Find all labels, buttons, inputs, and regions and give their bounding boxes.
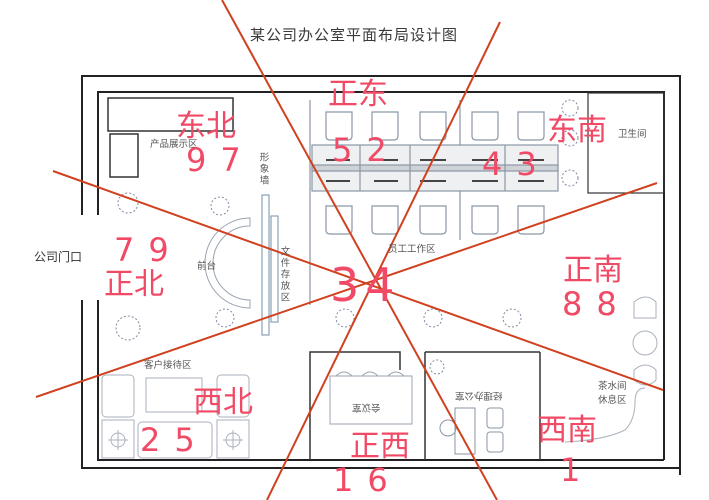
- center-number: 34: [330, 258, 401, 312]
- direction-number-northeast: 97: [186, 141, 255, 179]
- manager-desk: [439, 407, 504, 455]
- room-label-rest-area: 休息区: [598, 395, 627, 406]
- direction-number-southwest: 1: [560, 451, 595, 489]
- direction-number-east: 52: [332, 131, 401, 169]
- direction-label-west: 正西: [350, 429, 410, 464]
- room-label-file-storage: 文件存放区: [278, 246, 290, 304]
- direction-number-west: 16: [333, 461, 402, 499]
- room-label-manager-office: 经理办公室: [455, 389, 503, 401]
- direction-number-northwest: 25: [140, 421, 209, 459]
- direction-label-east: 正东: [328, 77, 388, 112]
- room-label-tea-room: 茶水间: [598, 381, 627, 392]
- direction-label-northeast: 东北: [176, 109, 236, 144]
- keyboards: [326, 159, 544, 182]
- diagram-title: 某公司办公室平面布局设计图: [250, 26, 459, 44]
- image-wall: [261, 194, 279, 336]
- direction-label-south: 正南: [563, 253, 623, 288]
- room-label-image-wall: 形象墙: [257, 152, 269, 187]
- room-label-front-desk: 前台: [197, 261, 217, 272]
- direction-label-southwest: 西南: [537, 413, 597, 448]
- direction-sector-lines: [35, 0, 664, 500]
- work-area-desks: [309, 100, 559, 305]
- lower-rooms: [309, 351, 541, 460]
- direction-number-north: 79: [114, 231, 183, 269]
- room-label-reception: 客户接待区: [144, 360, 192, 371]
- meeting-table: [329, 371, 413, 425]
- room-label-restroom: 卫生间: [618, 129, 647, 140]
- direction-label-north: 正北: [104, 267, 164, 302]
- company-door-label: 公司门口: [34, 250, 83, 264]
- direction-label-southeast: 东南: [547, 113, 607, 148]
- plants: [115, 99, 579, 375]
- direction-number-south: 88: [562, 285, 631, 323]
- direction-number-southeast: 43: [482, 145, 551, 183]
- front-desk: [204, 217, 251, 309]
- room-label-product-display: 产品展示区: [150, 139, 198, 150]
- product-display-cabinets: [107, 97, 234, 178]
- reception-sofas: [101, 374, 250, 459]
- room-label-work-area: 员工工作区: [388, 244, 436, 255]
- direction-label-northwest: 西北: [193, 385, 253, 420]
- tea-room-furniture: [564, 296, 658, 443]
- room-label-meeting-room: 会议室: [352, 401, 381, 413]
